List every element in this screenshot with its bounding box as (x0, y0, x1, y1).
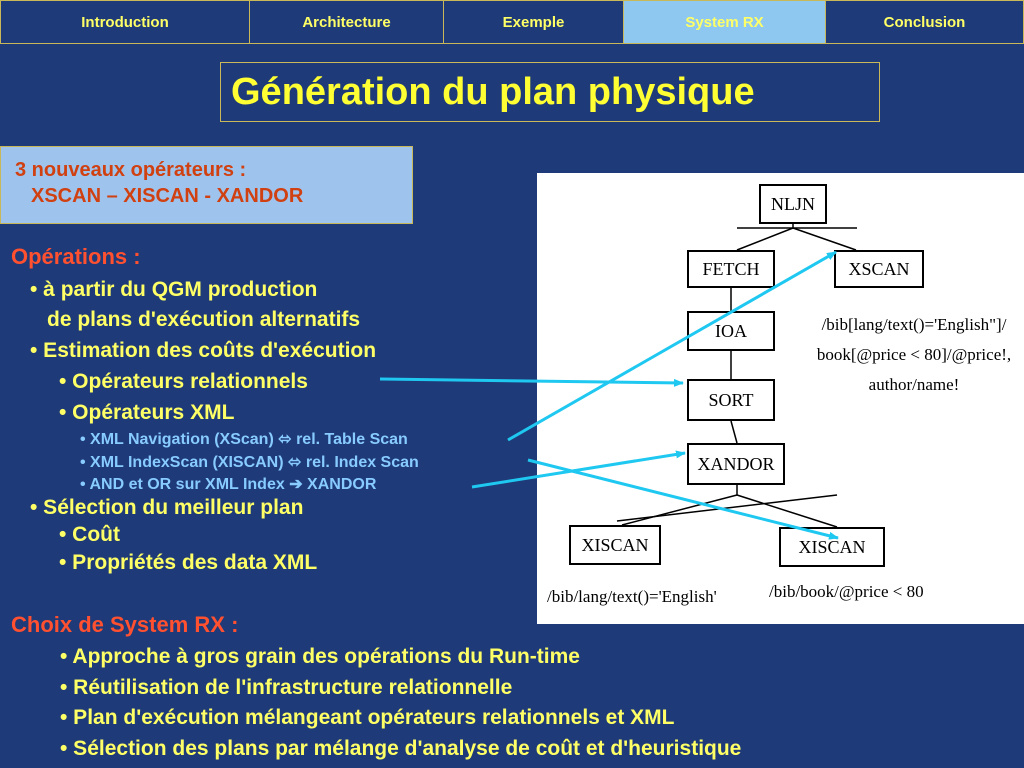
node-nljn: NLJN (759, 184, 827, 224)
xscan-path-note-line2: book[@price < 80]/@price!, (816, 345, 1012, 364)
nav-bar: Introduction Architecture Exemple System… (0, 0, 1024, 44)
operations-bullet-1-cont: de plans d'exécution alternatifs (47, 308, 361, 331)
node-xscan: XSCAN (834, 250, 924, 288)
xscan-path-note-line3: author/name! (868, 375, 960, 394)
choice-item-1: • Approche à gros grain des opérations d… (60, 645, 580, 668)
choice-item-2: • Réutilisation de l'infrastructure rela… (60, 676, 513, 699)
xscan-path-note: /bib[lang/text()='English"]/ book[@price… (809, 310, 1019, 400)
operations-heading: Opérations : (11, 244, 141, 269)
choice-item-3: • Plan d'exécution mélangeant opérateurs… (60, 706, 675, 729)
operations-bullet-xandor: • AND et OR sur XML Index ➔ XANDOR (80, 476, 377, 493)
slide-title: Génération du plan physique (220, 62, 880, 122)
tab-architecture[interactable]: Architecture (250, 1, 444, 43)
operations-bullet-3-2: • Propriétés des data XML (59, 551, 318, 574)
node-xiscan-right: XISCAN (779, 527, 885, 567)
node-xandor: XANDOR (687, 443, 785, 485)
node-sort: SORT (687, 379, 775, 421)
node-ioa: IOA (687, 311, 775, 351)
tab-introduction[interactable]: Introduction (1, 1, 250, 43)
operations-bullet-1: • à partir du QGM production (30, 278, 318, 301)
xiscan-right-note: /bib/book/@price < 80 (769, 582, 924, 601)
operations-bullet-3-1: • Coût (59, 523, 121, 546)
operations-bullet-2: • Estimation des coûts d'exécution (30, 339, 377, 362)
operations-bullet-3: • Sélection du meilleur plan (30, 496, 304, 519)
operations-bullet-xscan: • XML Navigation (XScan) ⬄ rel. Table Sc… (80, 431, 408, 448)
tab-system-rx[interactable]: System RX (624, 1, 826, 43)
node-xiscan-left: XISCAN (569, 525, 661, 565)
choice-item-4: • Sélection des plans par mélange d'anal… (60, 737, 742, 760)
operations-bullet-xiscan: • XML IndexScan (XISCAN) ⬄ rel. Index Sc… (80, 454, 419, 471)
operations-bullet-2-1: • Opérateurs relationnels (59, 370, 308, 393)
tab-conclusion[interactable]: Conclusion (883, 13, 966, 31)
query-plan-diagram: NLJN FETCH XSCAN IOA SORT XANDOR XISCAN … (537, 173, 1024, 624)
node-fetch: FETCH (687, 250, 775, 288)
operations-bullet-2-2: • Opérateurs XML (59, 401, 235, 424)
tab-exemple[interactable]: Exemple (444, 1, 624, 43)
operators-box-line1: 3 nouveaux opérateurs : (15, 159, 247, 181)
xiscan-left-note: /bib/lang/text()='English' (547, 587, 717, 606)
choice-heading: Choix de System RX : (11, 612, 239, 637)
operators-box: 3 nouveaux opérateurs : XSCAN – XISCAN -… (0, 146, 413, 224)
operators-box-line2: XSCAN – XISCAN - XANDOR (31, 185, 304, 207)
xscan-path-note-line1: /bib[lang/text()='English"]/ (821, 315, 1007, 334)
